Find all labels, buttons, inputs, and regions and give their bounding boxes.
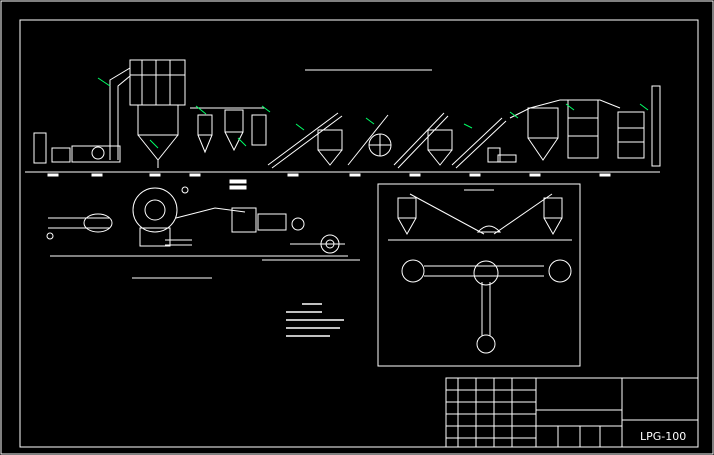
drawing-frame (19, 19, 699, 448)
flow-line-label-boxes (47, 173, 611, 190)
green-annotation-markers (97, 77, 649, 149)
plan-view (377, 183, 581, 367)
process-flow-line (25, 59, 661, 173)
model-number: LPG-100 (640, 430, 686, 443)
elevation-view (46, 186, 360, 279)
technical-notes (286, 303, 344, 337)
title-block (445, 377, 699, 448)
